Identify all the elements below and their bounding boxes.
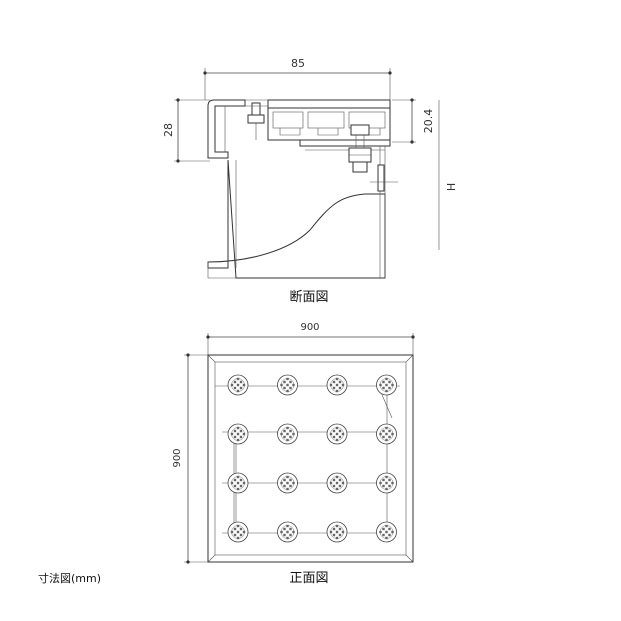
dim-h-label: H xyxy=(445,183,458,191)
dim-85: 85 xyxy=(203,57,392,100)
section-view: 85 28 20.4 H xyxy=(162,57,458,305)
hanger-fitting xyxy=(227,423,249,445)
units-note: 寸法図(mm) xyxy=(38,571,101,585)
hanger-fitting xyxy=(376,472,397,494)
dim-h: H xyxy=(438,100,458,250)
dim-20-4: 20.4 xyxy=(392,98,435,144)
frame-profile xyxy=(207,99,398,192)
dim-85-label: 85 xyxy=(291,57,305,70)
dim-20-4-label: 20.4 xyxy=(422,109,435,134)
dim-28-label: 28 xyxy=(162,123,175,137)
hanger-fitting xyxy=(376,374,397,396)
hanger-fitting xyxy=(326,374,348,396)
hanger-fitting xyxy=(277,472,298,494)
front-caption: 正面図 xyxy=(289,571,328,586)
hanger-fitting xyxy=(227,472,249,494)
hanger-fitting xyxy=(277,374,298,396)
dim-900-width-label: 900 xyxy=(300,322,319,333)
dim-900-height: 900 xyxy=(172,353,208,564)
section-caption: 断面図 xyxy=(289,290,328,305)
dim-900-height-label: 900 xyxy=(172,448,183,467)
hanger-fitting xyxy=(227,374,249,396)
hanger-fitting xyxy=(326,423,348,445)
hanger-fitting xyxy=(277,423,298,445)
hanger-fitting xyxy=(326,472,348,494)
hanger-fitting xyxy=(277,521,298,543)
dim-900-width: 900 xyxy=(206,322,415,355)
dim-28: 28 xyxy=(162,98,210,163)
front-view: 900 900 正面図 xyxy=(172,322,415,586)
hanger-fitting xyxy=(376,423,397,445)
hanger-fitting xyxy=(376,521,397,543)
panel-break xyxy=(207,159,386,279)
hanger-fitting xyxy=(326,521,348,543)
hanger-fittings-grid xyxy=(227,374,397,543)
hanger-fitting xyxy=(227,521,249,543)
